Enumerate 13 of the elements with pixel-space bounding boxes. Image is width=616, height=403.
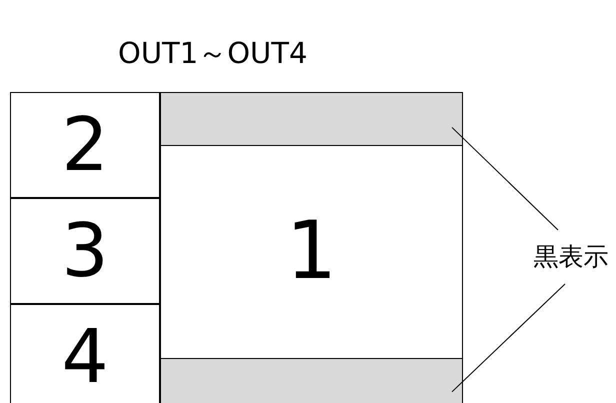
shaded-bar (161, 93, 462, 146)
display-cell (10, 198, 160, 304)
digit-label: 1 (286, 211, 337, 291)
digit-label: 4 (61, 320, 109, 394)
digit-label: 2 (61, 108, 109, 182)
display-panel (160, 92, 463, 403)
display-cell (10, 92, 160, 198)
leader-line (452, 284, 566, 392)
title: OUT1～OUT4 (118, 35, 308, 72)
leader-line (452, 126, 558, 230)
digit-label: 3 (61, 214, 109, 288)
shaded-bar (161, 358, 462, 403)
callout-label: 黒表示 (534, 244, 608, 268)
